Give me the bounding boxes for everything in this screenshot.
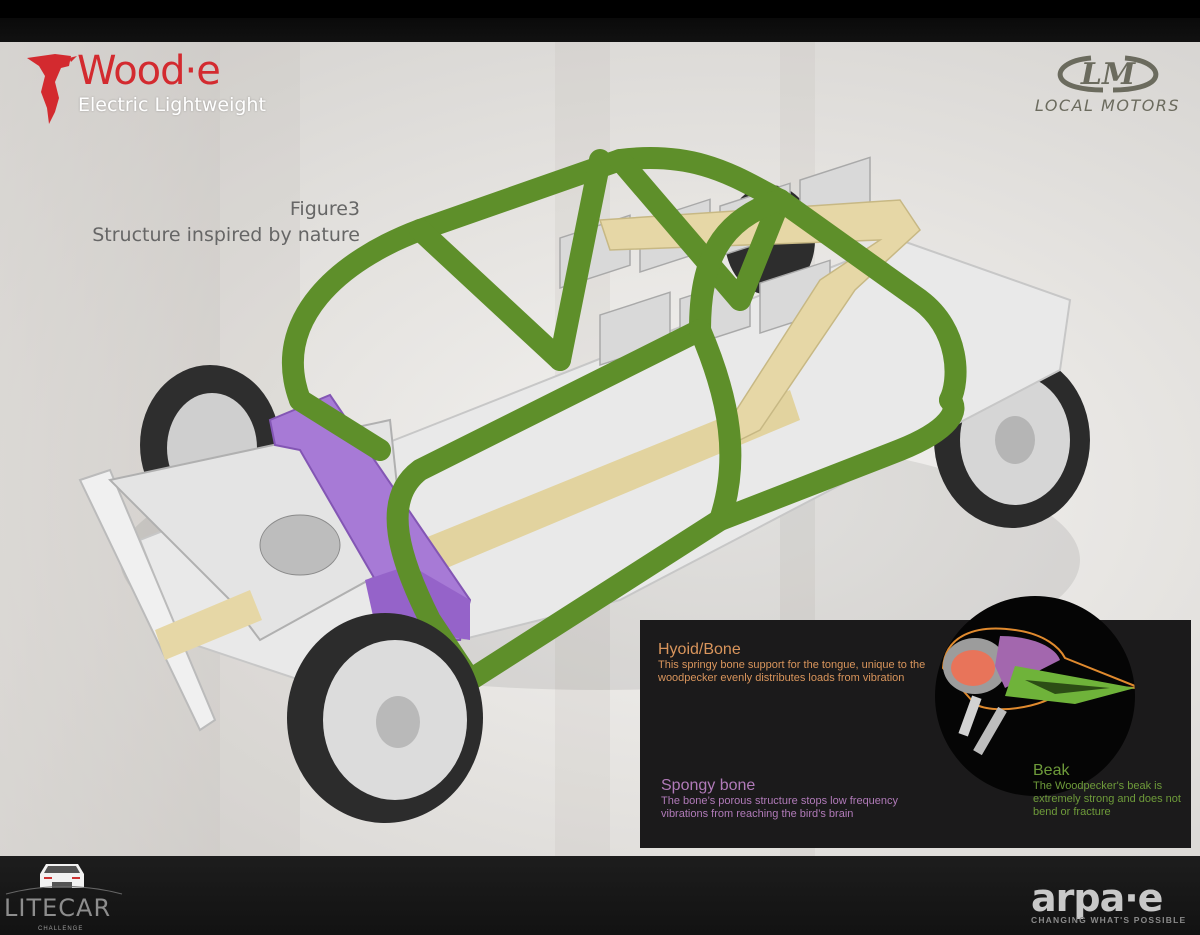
local-motors-logo: LM LOCAL MOTORS: [1030, 52, 1185, 122]
car-icon: [40, 864, 84, 888]
product-tagline: Electric Lightweight: [78, 94, 266, 116]
challenge-name: LITECAR: [4, 894, 112, 922]
callout-title: Spongy bone: [661, 777, 756, 794]
lm-mark-icon: LM: [1057, 55, 1158, 93]
callout-spongy-bone: Spongy bone The bone’s porous structure …: [661, 777, 941, 821]
arpa-e-logo: arpa·e CHANGING WHAT'S POSSIBLE: [1028, 876, 1187, 930]
figure-number: Figure3: [289, 198, 360, 220]
svg-text:LM: LM: [1079, 57, 1135, 92]
figure-caption: Figure3 Structure inspired by nature: [60, 198, 360, 246]
callout-body: The bone’s porous structure stops low fr…: [661, 795, 899, 820]
figure-title: Structure inspired by nature: [92, 224, 360, 246]
sponsor-slogan: CHANGING WHAT'S POSSIBLE: [1031, 915, 1187, 925]
callout-beak: Beak The Woodpecker's beak is extremely …: [1033, 762, 1183, 819]
footer-bar: [0, 856, 1200, 935]
callout-body: The Woodpecker's beak is extremely stron…: [1033, 780, 1181, 818]
product-name: Wood·e: [77, 48, 221, 94]
challenge-sub: CHALLENGE: [38, 926, 84, 932]
woodpecker-skull-icon: [941, 627, 1135, 756]
callout-hyoid-bone: Hyoid/Bone This springy bone support for…: [658, 641, 928, 685]
sponsor-name: arpa·e: [1031, 876, 1163, 920]
partner-name: LOCAL MOTORS: [1034, 96, 1181, 115]
callout-title: Beak: [1033, 762, 1070, 779]
wheel-front-right: [287, 613, 483, 823]
woodpecker-skull-scan: [935, 596, 1135, 796]
callout-title: Hyoid/Bone: [658, 641, 741, 658]
wood-e-logo: Wood·e Electric Lightweight: [25, 48, 285, 127]
car-chassis-render: [78, 147, 1090, 823]
arc-divider: [5, 886, 123, 895]
callout-body: This springy bone support for the tongue…: [658, 659, 926, 684]
litecar-logo: LITECAR CHALLENGE: [0, 858, 125, 935]
woodpecker-icon: [27, 54, 77, 124]
top-bar: [0, 0, 1200, 42]
